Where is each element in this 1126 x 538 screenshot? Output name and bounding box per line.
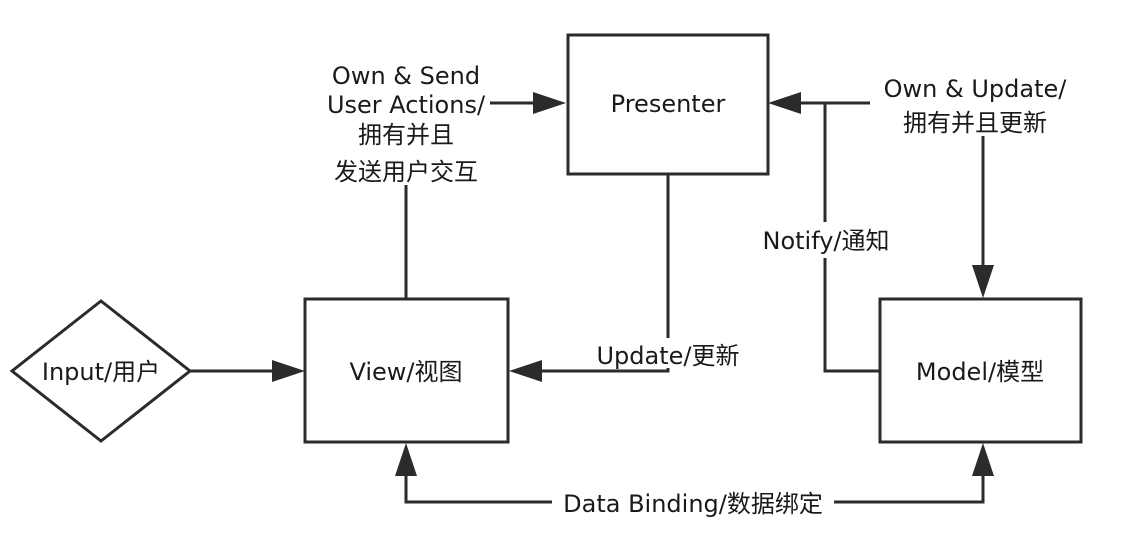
arrowhead <box>395 443 417 476</box>
arrowhead <box>972 443 994 476</box>
edge-label-update: Update/更新 <box>596 342 739 370</box>
edge-label-line: 拥有并且更新 <box>903 109 1047 137</box>
label-data-binding: Data Binding/数据绑定 <box>552 485 834 518</box>
node-presenter: Presenter <box>566 33 770 176</box>
edge-view-to-presenter <box>404 92 566 298</box>
arrowhead <box>768 92 801 114</box>
arrowhead <box>272 360 305 382</box>
edge-label-line: Own & Send <box>332 62 480 90</box>
edge-label-line: User Actions/ <box>327 91 486 119</box>
edge-label-line: 拥有并且 <box>358 121 454 149</box>
edge-label-data-binding: Data Binding/数据绑定 <box>563 490 823 518</box>
label-presenter-own-model: Own & Update/ 拥有并且更新 <box>884 75 1068 137</box>
arrowhead <box>972 265 994 298</box>
label-view-to-presenter: Own & Send User Actions/ 拥有并且 发送用户交互 <box>327 62 486 186</box>
label-model-notify: Notify/通知 <box>752 222 902 258</box>
node-presenter-label: Presenter <box>611 90 726 118</box>
edge-label-line: 发送用户交互 <box>334 158 478 186</box>
edge-presenter-own-model <box>768 92 994 298</box>
node-input: Input/用户 <box>9 299 193 443</box>
edge-label-notify: Notify/通知 <box>762 227 889 255</box>
arrowhead <box>533 92 566 114</box>
node-view: View/视图 <box>303 297 510 444</box>
node-model: Model/模型 <box>878 297 1083 444</box>
arrowhead <box>509 360 542 382</box>
label-presenter-update-view: Update/更新 <box>588 338 750 370</box>
edge-label-line: Own & Update/ <box>884 75 1068 103</box>
edge-input-to-view <box>190 360 305 382</box>
edge-model-notify-presenter <box>823 103 879 373</box>
node-input-label: Input/用户 <box>42 358 160 386</box>
edge-presenter-update-view <box>509 175 670 382</box>
node-view-label: View/视图 <box>349 358 462 386</box>
node-model-label: Model/模型 <box>916 358 1044 386</box>
